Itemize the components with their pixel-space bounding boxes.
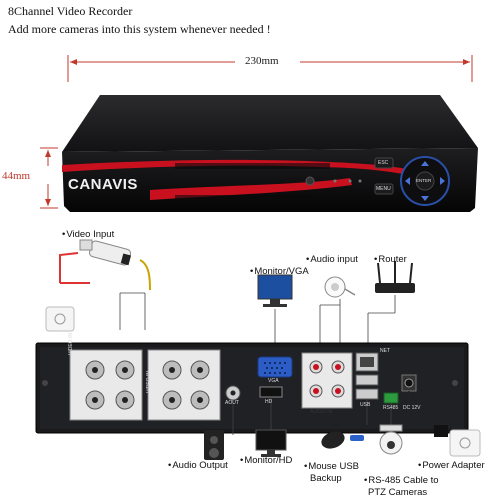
router-icon: [375, 261, 415, 293]
monitor-hd-icon: [255, 429, 287, 457]
height-dimension-label: 44mm: [2, 170, 31, 182]
brand-logo: CANAVIS: [68, 176, 138, 193]
power-adapter-label: Power Adapter: [418, 460, 484, 471]
ptz-camera-icon: [379, 424, 403, 455]
microphone-icon: [324, 276, 356, 298]
audio-in-label: AUDIO IN: [310, 409, 333, 415]
width-dimension-label: 230mm: [245, 55, 279, 67]
monitor-vga-icon: [257, 274, 293, 307]
monitor-hd-label: Monitor/HD: [240, 455, 292, 466]
video-input-label: Video Input: [62, 229, 114, 240]
net-label: NET: [380, 348, 390, 354]
camera-icon: [79, 239, 132, 266]
esc-button[interactable]: ESC: [378, 160, 389, 166]
audio-input-label: Audio input: [306, 254, 358, 265]
monitor-vga-label: Monitor/VGA: [250, 266, 308, 277]
mouse-icon: [321, 431, 364, 449]
header-title: 8Channel Video Recorder: [8, 4, 133, 18]
mouse-backup-label: Backup: [310, 473, 342, 484]
speaker-icon: [204, 430, 224, 460]
vga-label: VGA: [268, 378, 279, 384]
usb-label: USB: [360, 402, 371, 408]
router-label: Router: [374, 254, 407, 265]
dc-label: DC 12V: [403, 405, 421, 411]
power-socket-icon: [434, 425, 481, 457]
dvr-rear-panel: [35, 342, 469, 434]
ptz-cameras-label: PTZ Cameras: [368, 487, 428, 498]
hd-label: HD: [265, 399, 273, 405]
video-in-label-2: VIDEO IN: [146, 371, 152, 393]
menu-button[interactable]: MENU: [376, 186, 391, 192]
connection-diagram: [35, 239, 481, 460]
video-in-label-1: VIDEO IN: [68, 333, 74, 355]
rs485-cable-label: RS-485 Cable to: [364, 475, 438, 486]
dvr-front-unit: [62, 95, 478, 212]
header-subtitle: Add more cameras into this system whenev…: [8, 22, 271, 36]
rs485-label: RS485: [383, 405, 399, 411]
enter-button[interactable]: ENTER: [416, 178, 432, 183]
aout-label: AOUT: [225, 400, 239, 406]
mouse-usb-label: Mouse USB: [304, 461, 359, 472]
audio-output-label: Audio Output: [168, 460, 227, 471]
